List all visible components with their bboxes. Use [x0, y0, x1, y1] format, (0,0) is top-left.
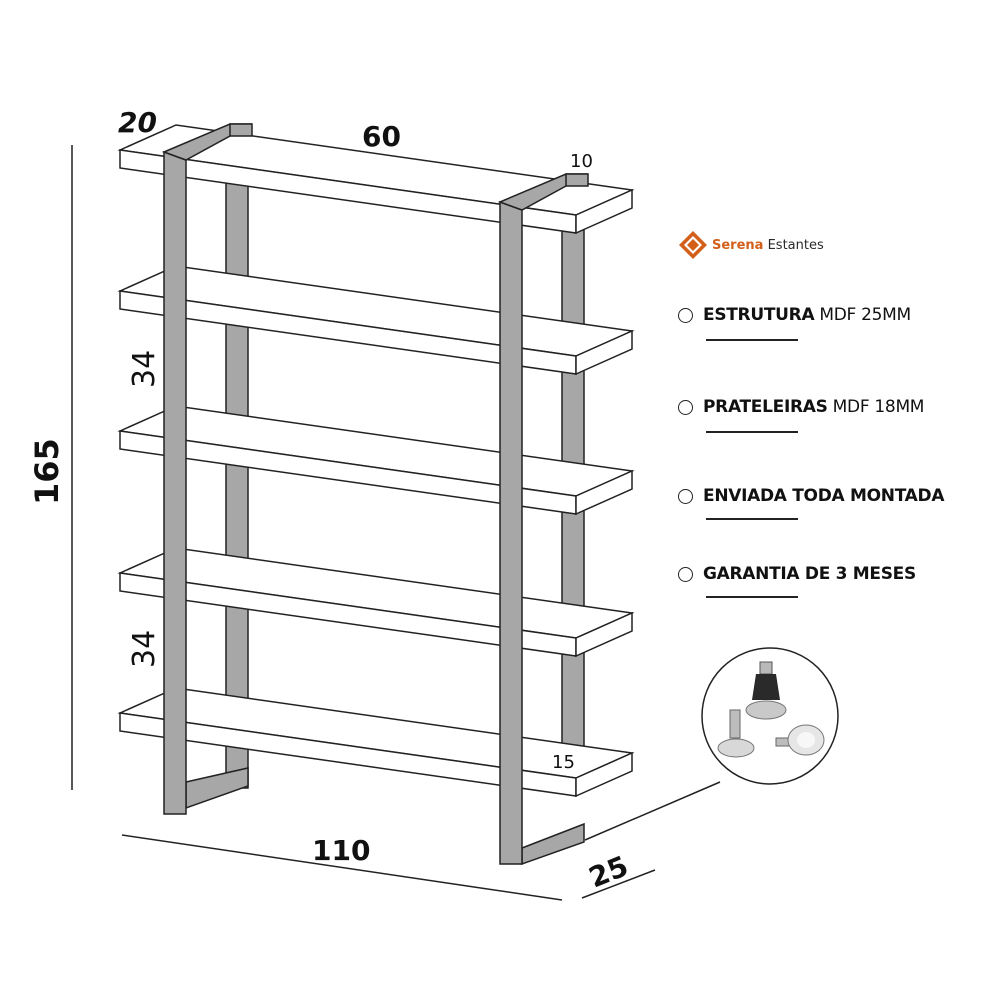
feature-underline [706, 596, 798, 598]
bullet-circle-icon [678, 307, 693, 323]
shelf-board [117, 124, 635, 235]
front-left-upright [161, 123, 253, 815]
dim-depth-top: 20 [118, 106, 157, 139]
feature-enviada: ENVIADA TODA MONTADA [678, 486, 945, 506]
brand-logo: Serena Estantes [678, 228, 824, 262]
dim-upright-top: 10 [570, 151, 593, 172]
shelf-board [117, 405, 635, 516]
dim-shelf-gap-lower: 34 [127, 630, 162, 668]
brand-name: Serena Estantes [712, 237, 824, 253]
feature-underline [706, 431, 798, 433]
leveling-feet-icon [701, 647, 839, 785]
dimension-lines [71, 145, 721, 901]
feature-estrutura: ESTRUTURA MDF 25MM [678, 305, 911, 325]
shelf-board [117, 547, 635, 658]
dim-shelf-gap-upper: 34 [127, 350, 162, 388]
shelf-board [117, 265, 635, 376]
shelves [117, 124, 635, 798]
serena-logo-icon [679, 231, 707, 259]
feature-garantia: GARANTIA DE 3 MESES [678, 564, 916, 584]
feature-prateleiras: PRATELEIRAS MDF 18MM [678, 397, 924, 417]
dim-width-top: 60 [362, 120, 401, 153]
dim-width-bottom: 110 [312, 834, 370, 867]
feature-underline [706, 518, 798, 520]
dim-depth-bottom: 25 [584, 849, 632, 894]
bullet-circle-icon [678, 566, 693, 582]
bullet-circle-icon [678, 399, 693, 415]
left-frame-bottom [185, 767, 249, 810]
dim-height-total: 165 [28, 438, 66, 505]
dim-bottom-shelf-detail: 15 [552, 752, 575, 773]
bullet-circle-icon [678, 488, 693, 504]
front-right-upright [497, 173, 589, 865]
right-frame-bottom [521, 822, 585, 866]
feature-underline [706, 339, 798, 341]
